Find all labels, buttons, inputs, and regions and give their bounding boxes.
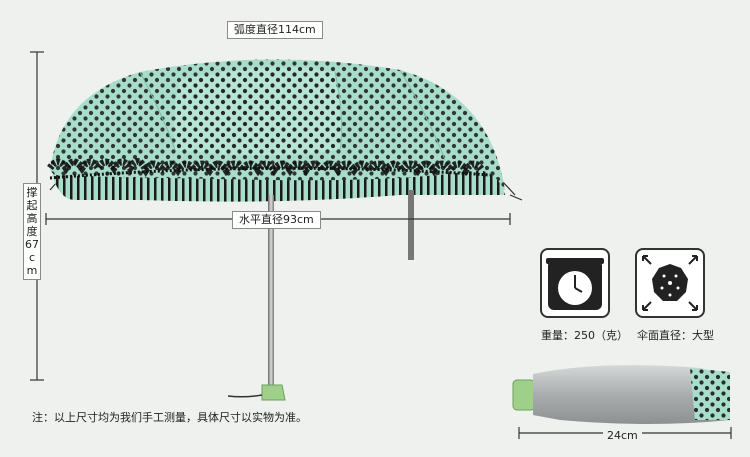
folded-length-label: 24cm [603,429,642,442]
canopy-caption: 伞面直径：大型 [637,329,714,342]
arc-diameter-label: 弧度直径114cm [227,21,323,39]
lace-ruffle [47,158,485,177]
measurement-footnote: 注：以上尺寸均为我们手工测量，具体尺寸以实物为准。 [32,411,307,424]
umbrella-shaft [268,195,274,385]
canopy-diameter-icon [642,255,698,311]
weight-caption: 重量：250（克） [541,329,628,342]
canopy-icon-box [635,248,705,318]
umbrella-handle [261,384,286,401]
horizontal-diameter-label: 水平直径93cm [232,211,321,229]
open-height-label: 撑起高度67cm [23,183,41,280]
weight-icon-box [540,248,610,318]
folded-umbrella [512,365,730,424]
weight-scale-icon [546,258,604,310]
